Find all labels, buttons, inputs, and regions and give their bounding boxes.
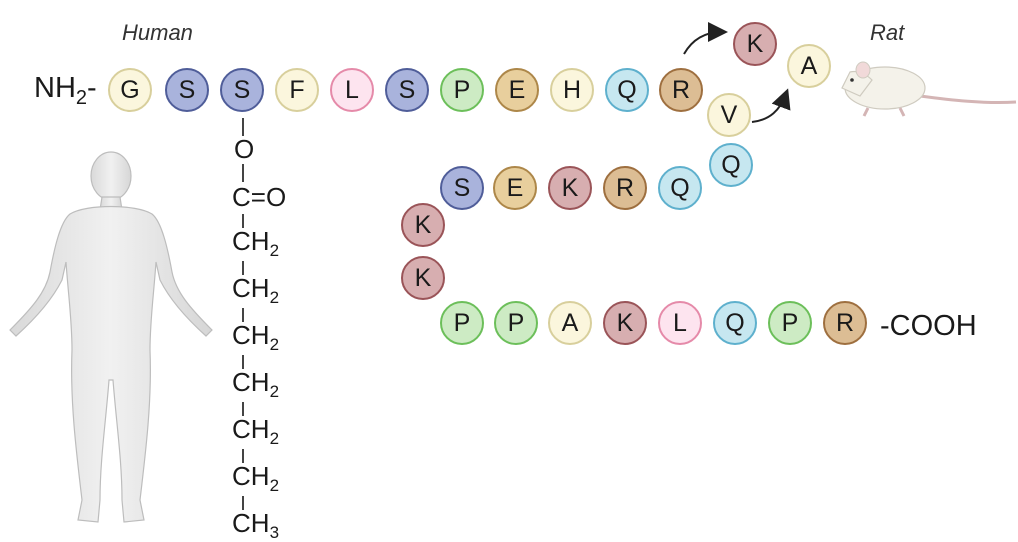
residue-26: Q [713,301,757,345]
residue-5: L [330,68,374,112]
residue-15: R [603,166,647,210]
curved-arrow-icon [751,88,791,123]
bond [242,402,244,416]
chain-group-1: CH2 [232,226,280,260]
bond [242,261,244,275]
bond [242,496,244,510]
ester-oxygen: O [234,134,255,164]
residue-3: S [220,68,264,112]
rat-icon [841,61,1017,117]
residue-2: S [165,68,209,112]
bond [242,164,244,182]
residue-21: P [440,301,484,345]
bond [242,449,244,463]
residue-28: R [823,301,867,345]
rat-variant-residue-2: A [787,44,831,88]
human-label: Human [122,20,193,45]
residue-12: V [707,93,751,137]
residue-27: P [768,301,812,345]
chain-group-7: CH3 [232,508,280,542]
rat-label: Rat [870,20,905,45]
residue-16: K [548,166,592,210]
carbonyl-group: C=O [232,182,287,212]
bond [242,118,244,136]
n-terminus-label: NH2- [34,72,97,109]
residue-13: Q [709,143,753,187]
residue-18: S [440,166,484,210]
residue-25: L [658,301,702,345]
bond [242,214,244,228]
residue-19: K [401,203,445,247]
residue-24: K [603,301,647,345]
residue-17: E [493,166,537,210]
human-figure-icon [9,151,213,523]
c-terminus-label: -COOH [880,310,977,342]
residue-4: F [275,68,319,112]
residue-11: R [659,68,703,112]
curved-arrow-icon [683,22,728,55]
chain-group-4: CH2 [232,367,280,401]
bond [242,355,244,369]
residue-7: P [440,68,484,112]
residue-20: K [401,256,445,300]
residue-22: P [494,301,538,345]
bond [242,308,244,322]
residue-1: G [108,68,152,112]
residue-10: Q [605,68,649,112]
residue-6: S [385,68,429,112]
chain-group-6: CH2 [232,461,280,495]
residue-9: H [550,68,594,112]
residue-23: A [548,301,592,345]
chain-group-3: CH2 [232,320,280,354]
chain-group-2: CH2 [232,273,280,307]
chain-group-5: CH2 [232,414,280,448]
residue-8: E [495,68,539,112]
residue-14: Q [658,166,702,210]
rat-variant-residue-1: K [733,22,777,66]
